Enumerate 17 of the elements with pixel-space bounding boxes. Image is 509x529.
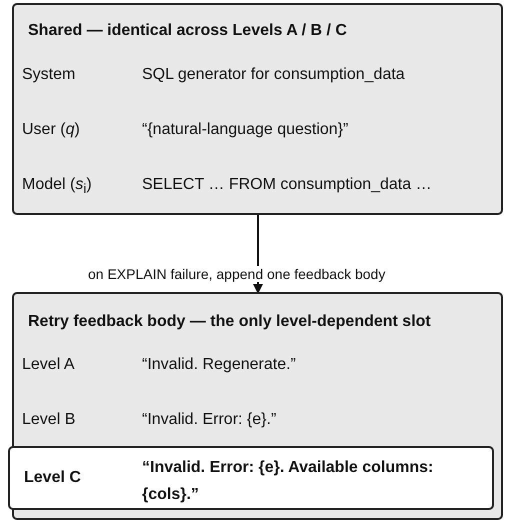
prompt-section-box: [12, 3, 503, 215]
role-label: System: [22, 65, 76, 85]
feedback-text: “Invalid. Error: {e}.”: [142, 410, 276, 430]
message-text: “{natural-language question}”: [142, 120, 348, 140]
level-label: Level C: [24, 468, 81, 488]
message-text: SQL generator for consumption_data: [142, 65, 405, 85]
message-text: SELECT … FROM consumption_data …: [142, 175, 432, 195]
role-label: Model (s$_{i}$): [22, 175, 92, 198]
feedback-text: “Invalid. Error: {e}. Available columns: {cols}.”: [142, 458, 434, 505]
section-heading: Shared — identical across Levels A / B / C: [28, 21, 347, 41]
role-label: User (q): [22, 120, 80, 140]
highlighted-row-box: [8, 446, 494, 510]
section-heading: Retry feedback body — the only level-dependent slot: [28, 312, 431, 332]
level-label: Level A: [22, 355, 74, 375]
level-label: Level B: [22, 410, 76, 430]
edge-label: on EXPLAIN failure, append one feedback body: [86, 266, 388, 282]
feedback-text: “Invalid. Regenerate.”: [142, 355, 296, 375]
